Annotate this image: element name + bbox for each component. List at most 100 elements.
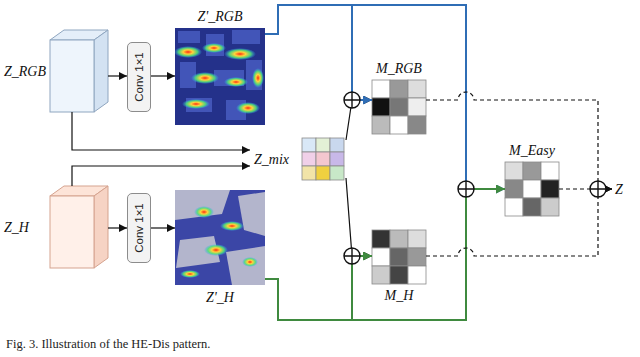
shape-rect [175, 28, 265, 125]
add-symbols [344, 92, 606, 264]
connector [151, 75, 175, 76]
connector [265, 189, 505, 320]
shape-rect [408, 248, 426, 266]
shape-rect [302, 138, 316, 152]
tensor-label: Z_H [4, 219, 29, 236]
connector [72, 112, 250, 150]
shape-ellipse [242, 257, 258, 267]
shape-ellipse [175, 46, 202, 58]
rgb-cube [50, 30, 108, 112]
shape-rect [372, 98, 390, 116]
shape-rect [390, 116, 408, 134]
tensor-label: Z_RGB [4, 63, 46, 80]
tensor-label: Z'_H [206, 289, 234, 306]
shape-rect [390, 230, 408, 248]
shape-rect [523, 180, 541, 198]
conv-box: Conv 1×1 [127, 193, 151, 263]
shape-circle [344, 248, 360, 264]
connector [426, 92, 612, 189]
shape-ellipse [202, 43, 226, 53]
shape-g [178, 30, 262, 120]
shape-rect [408, 266, 426, 284]
shape-polygon [226, 246, 265, 285]
shape-rect [408, 98, 426, 116]
h-mask-grid [372, 230, 426, 284]
easy-mask-grid [505, 162, 559, 216]
shape-path [344, 248, 360, 264]
shape-rect [523, 198, 541, 216]
shape-ellipse [180, 270, 200, 278]
shape-rect [541, 162, 559, 180]
shape-ellipse [194, 206, 214, 218]
connector [265, 256, 372, 320]
h-cube [50, 186, 108, 268]
shape-rect [372, 230, 390, 248]
shape-polygon [94, 30, 108, 112]
shape-rect [316, 166, 330, 180]
shape-ellipse [191, 72, 219, 84]
connector [265, 5, 372, 100]
cube-node: Z_RGB [2, 30, 108, 112]
shape-rect [408, 116, 426, 134]
shape-rect [408, 230, 426, 248]
rgb-heatmap [175, 28, 265, 125]
shape-polygon [94, 186, 108, 268]
figure-caption: Fig. 3. Illustration of the HE-Dis patte… [6, 337, 210, 351]
shape-ellipse [252, 68, 264, 88]
tensor-label: Z_mix [254, 151, 289, 168]
heatmap-node: Z'_RGB [175, 8, 265, 125]
shape-ellipse [204, 244, 228, 256]
shape-ellipse [220, 221, 244, 231]
shape-rect [316, 152, 330, 166]
shape-rect [50, 196, 94, 268]
mask-node: M_H [372, 230, 426, 304]
connector [108, 75, 127, 76]
shape-circle [344, 92, 360, 108]
tensor-label: M_Easy [509, 142, 555, 159]
connector [265, 5, 505, 189]
shape-rect [505, 198, 523, 216]
cube-node: Z_H [2, 186, 108, 268]
heatmap-node: Z'_H [175, 190, 265, 306]
mask-node: M_Easy [505, 142, 559, 216]
shape-g [175, 43, 264, 114]
shape-rect [505, 180, 523, 198]
shape-rect [372, 266, 390, 284]
shape-rect [178, 31, 200, 43]
shape-rect [390, 266, 408, 284]
shape-rect [316, 138, 330, 152]
shape-rect [330, 138, 344, 152]
shape-rect [302, 166, 316, 180]
layer-label: Conv 1×1 [133, 203, 145, 253]
connector [151, 227, 175, 228]
tensor-label: Z'_RGB [198, 8, 243, 25]
shape-rect [175, 190, 265, 285]
mask-node: M_RGB [372, 60, 426, 134]
h-heatmap [175, 190, 265, 285]
shape-rect [330, 166, 344, 180]
shape-rect [541, 198, 559, 216]
shape-rect [372, 80, 390, 98]
shape-path [458, 181, 474, 197]
shape-circle [458, 181, 474, 197]
caption-box: Fig. 3. Illustration of the HE-Dis patte… [6, 334, 634, 352]
shape-path [344, 92, 360, 108]
shape-rect [372, 116, 390, 134]
shape-rect [390, 80, 408, 98]
connector [426, 189, 612, 256]
tensor-label: M_H [385, 287, 414, 304]
shape-rect [330, 152, 344, 166]
shape-rect [390, 248, 408, 266]
shape-rect [232, 30, 260, 44]
shape-rect [50, 40, 94, 112]
shape-g [180, 206, 258, 278]
output-node: Z [612, 179, 626, 199]
tensor-label: Z [615, 181, 623, 198]
shape-ellipse [182, 99, 210, 109]
conv-box: Conv 1×1 [127, 42, 151, 112]
shape-g [175, 190, 265, 285]
shape-rect [302, 152, 316, 166]
